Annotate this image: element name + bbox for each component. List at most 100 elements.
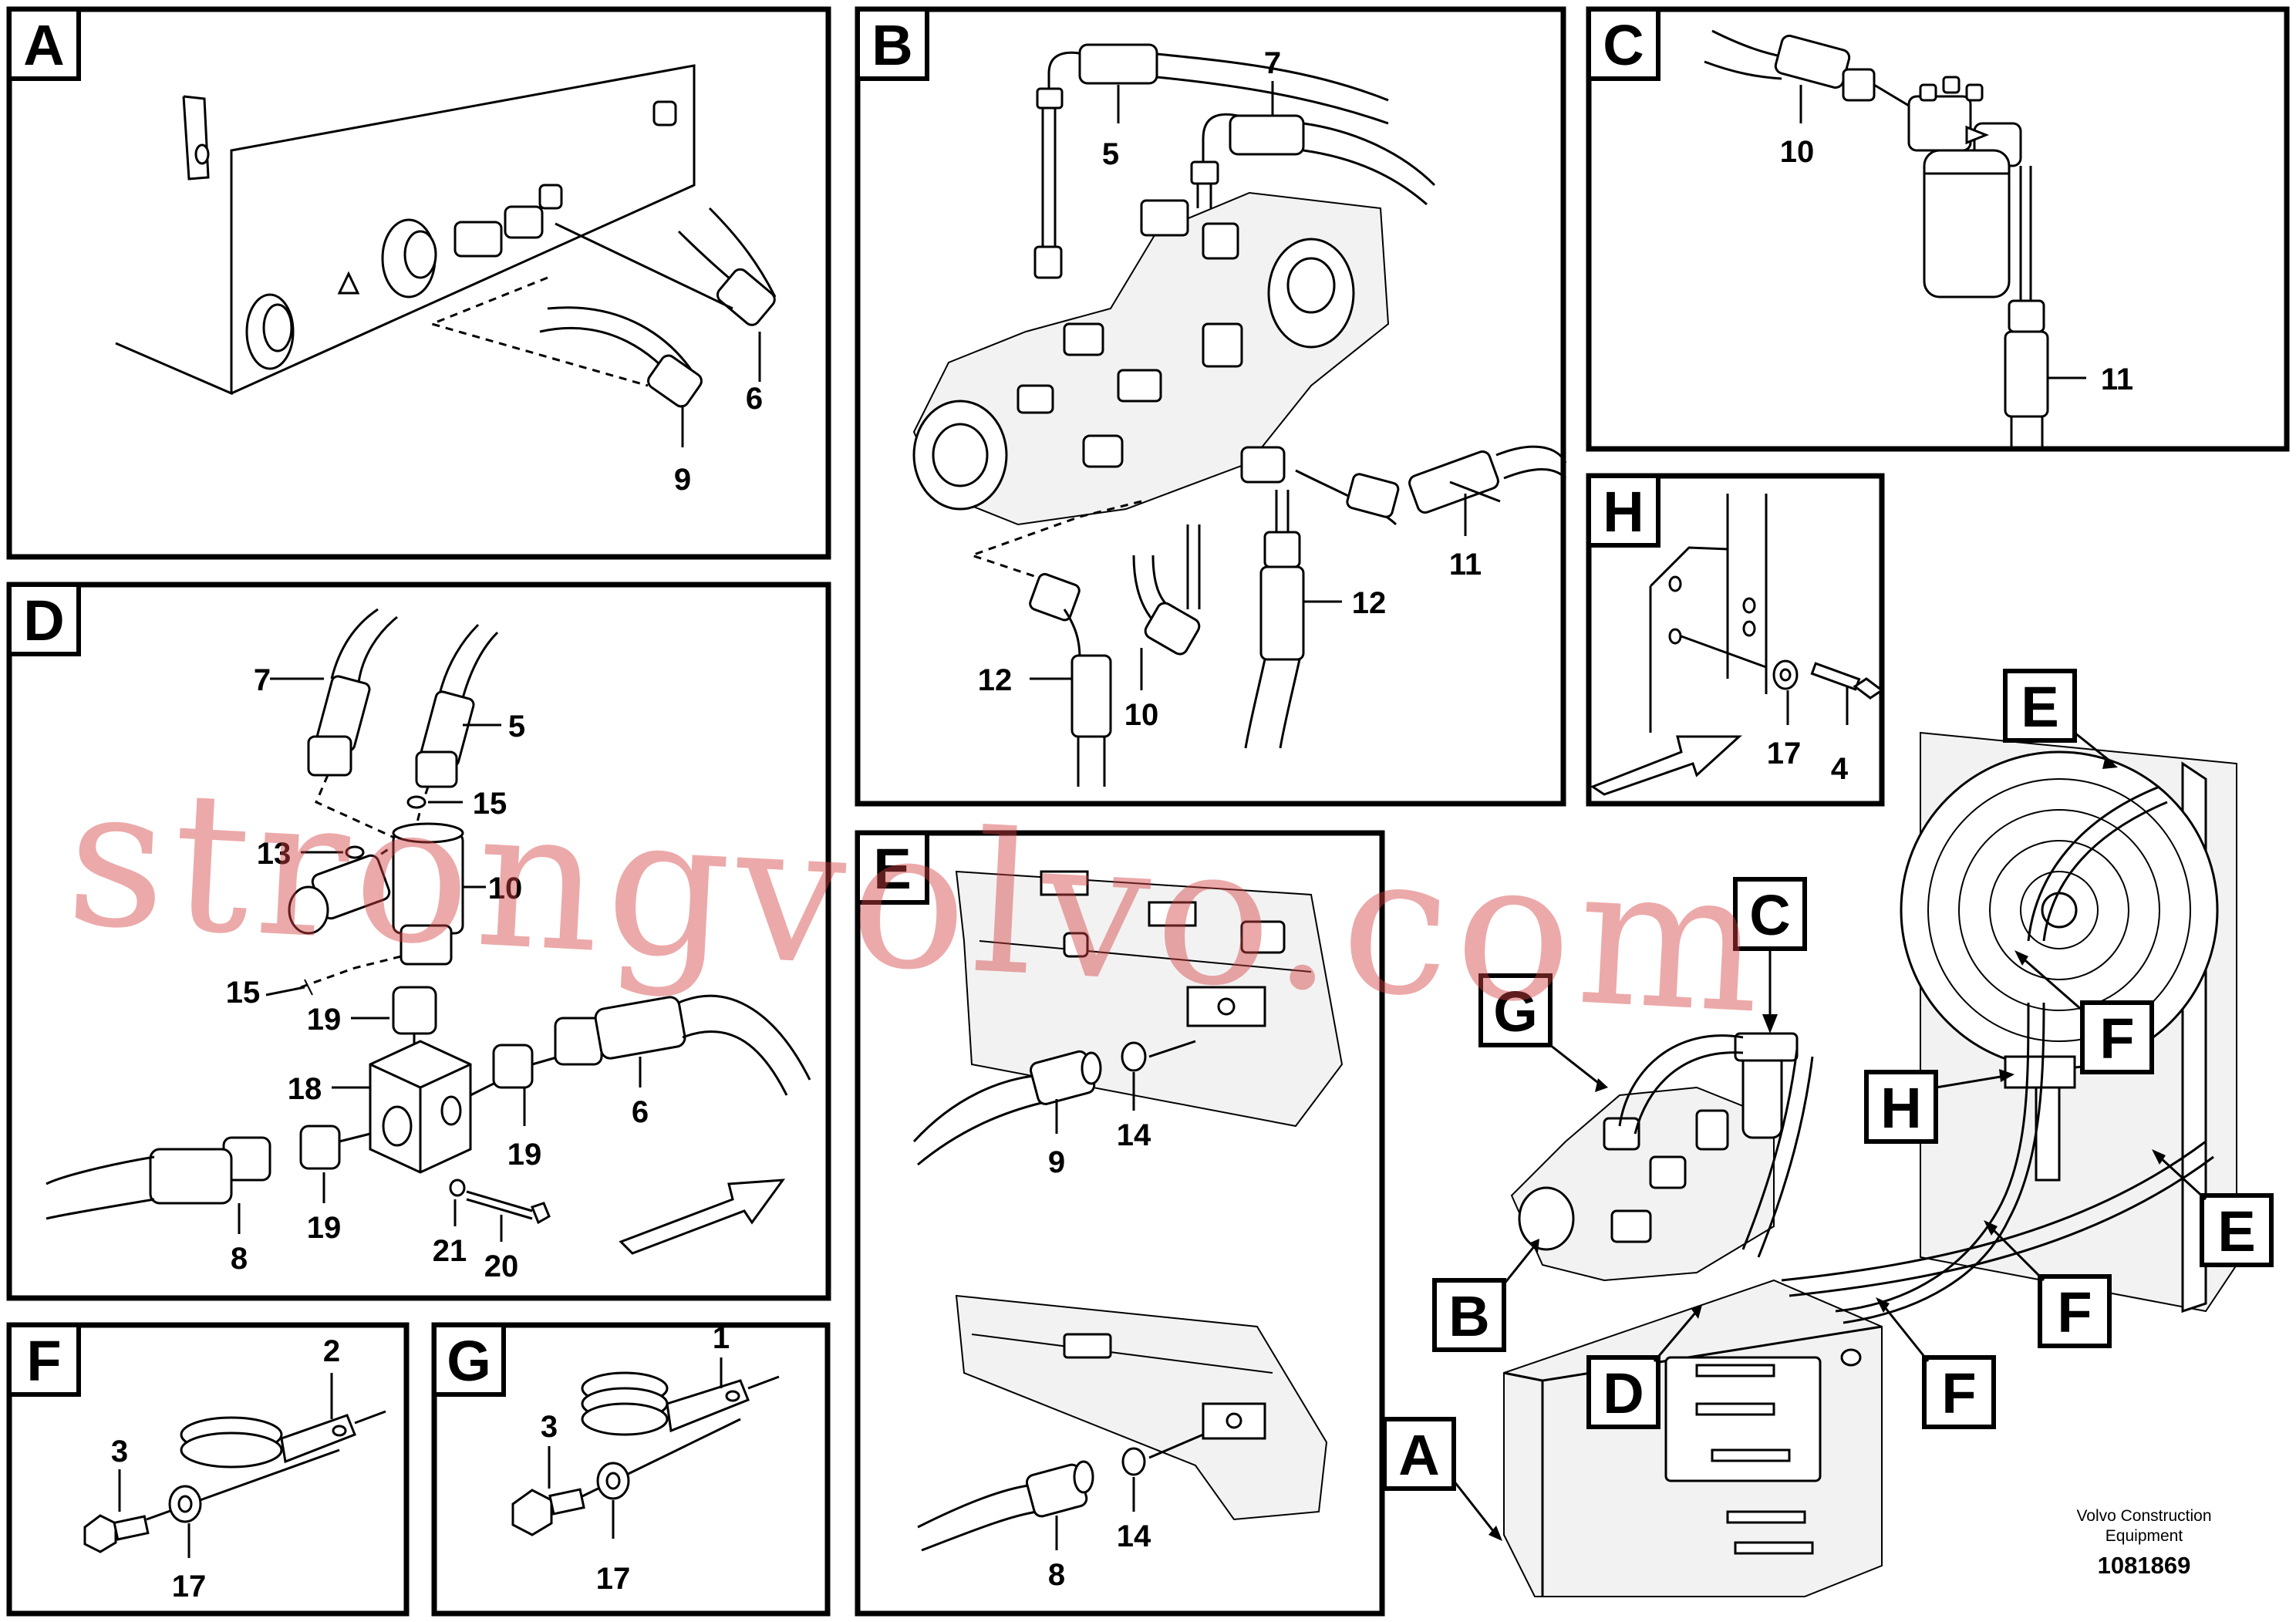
- panel-d-label: D: [23, 588, 64, 653]
- hose-12-left: [968, 500, 1142, 787]
- svg-text:C: C: [1749, 883, 1790, 947]
- callout-f-top: F: [2014, 950, 2154, 1074]
- part-label-14-e: 14: [1117, 1118, 1151, 1152]
- adapter-19-right: [470, 1044, 560, 1097]
- overview-hoses: [1618, 785, 2214, 1324]
- svg-text:H: H: [1880, 1076, 1921, 1140]
- callout-a: A: [1382, 1417, 1502, 1541]
- hose-7-d: [307, 608, 404, 873]
- part-label-15-d: 15: [473, 787, 507, 821]
- part-label-12b: 12: [978, 663, 1013, 697]
- svg-text:F: F: [2099, 1007, 2134, 1071]
- part-label-15-d2: 15: [226, 976, 261, 1010]
- hose-9: [428, 276, 703, 408]
- direction-arrow-h: [1590, 735, 1742, 796]
- part-label-2-f: 2: [323, 1334, 340, 1368]
- callout-e-bottom: E: [2152, 1149, 2274, 1267]
- part-label-3-g: 3: [541, 1410, 558, 1444]
- part-label-10: 10: [1124, 698, 1159, 732]
- p-clamp-2: [180, 1410, 386, 1469]
- washer-17-f: [168, 1485, 202, 1523]
- hose-8-e: [917, 1433, 1204, 1552]
- svg-text:B: B: [1448, 1284, 1489, 1348]
- part-label-10-c: 10: [1780, 135, 1815, 169]
- panel-a: A 6 9: [6, 6, 831, 560]
- panel-h: H 17 4: [1586, 473, 1885, 807]
- part-label-18-d: 18: [288, 1072, 322, 1106]
- panel-c: C 10 11: [1586, 6, 2290, 452]
- panel-b-label: B: [872, 13, 912, 77]
- callout-h: H: [1864, 1069, 2014, 1144]
- svg-text:E: E: [2217, 1199, 2255, 1263]
- part-label-5: 5: [1102, 137, 1119, 171]
- part-label-9-e: 9: [1048, 1145, 1065, 1179]
- manufacturer-line-2: Equipment: [2106, 1527, 2183, 1545]
- part-label-10-d: 10: [488, 872, 523, 905]
- svg-text:F: F: [1941, 1361, 1976, 1425]
- document-number: 1081869: [2098, 1552, 2191, 1579]
- panel-d: D 7 5 15 13: [6, 582, 831, 1301]
- hose-11-c: [2004, 299, 2049, 447]
- hydraulic-tank: [1503, 1279, 1883, 1597]
- adapter-19-top: [392, 986, 437, 1057]
- p-clamp-1: [581, 1371, 780, 1436]
- block-18: [369, 1040, 472, 1174]
- part-label-1-g: 1: [713, 1321, 730, 1355]
- panel-g: G 1 3 17: [431, 1321, 831, 1617]
- part-label-19-d2: 19: [507, 1138, 542, 1172]
- callout-f-mid: F: [1984, 1220, 2112, 1348]
- hose-6-d: [554, 994, 811, 1096]
- panel-b: B 5: [855, 6, 1567, 807]
- callout-b: B: [1432, 1239, 1539, 1352]
- part-label-5-d: 5: [508, 710, 525, 744]
- panel-c-label: C: [1603, 13, 1644, 77]
- radiator-bracket-bottom: [955, 1294, 1328, 1521]
- filter-overview: [1734, 1032, 1799, 1139]
- part-label-12: 12: [1352, 586, 1387, 620]
- part-label-4-h: 4: [1831, 752, 1849, 786]
- washer-17-g: [596, 1462, 630, 1500]
- hose-12-right: [1244, 490, 1305, 749]
- panel-f-label: F: [26, 1329, 61, 1393]
- hose-10: [1132, 524, 1201, 656]
- tee-adapter-10: [288, 822, 464, 966]
- part-label-13-d: 13: [257, 837, 292, 871]
- panel-a-label: A: [23, 13, 64, 77]
- tank-wall-drawing: [115, 64, 696, 396]
- part-label-14-e2: 14: [1117, 1519, 1151, 1553]
- callout-f-low: F: [1876, 1297, 1996, 1429]
- part-label-8-e: 8: [1048, 1558, 1065, 1592]
- part-label-19-d3: 19: [307, 1211, 342, 1245]
- manufacturer-line-1: Volvo Construction: [2076, 1507, 2211, 1525]
- pump-overview: [1510, 1086, 1775, 1282]
- part-label-7-d: 7: [254, 663, 271, 697]
- hose-7: [1190, 113, 1436, 208]
- callout-g: G: [1478, 973, 1608, 1092]
- part-label-21-d: 21: [433, 1234, 467, 1268]
- svg-text:G: G: [1493, 980, 1538, 1044]
- panel-h-label: H: [1603, 480, 1644, 544]
- part-label-6: 6: [746, 382, 763, 416]
- svg-text:F: F: [2057, 1280, 2092, 1344]
- hose-6: [555, 207, 777, 326]
- cooler-fan: [1900, 731, 2237, 1313]
- part-label-9: 9: [674, 463, 691, 497]
- part-label-3-f: 3: [111, 1435, 128, 1469]
- part-label-11-c: 11: [2101, 363, 2133, 396]
- machine-overview: C G E F H E: [1382, 669, 2274, 1597]
- part-label-17-f: 17: [172, 1570, 207, 1603]
- svg-text:D: D: [1603, 1361, 1644, 1425]
- callout-c: C: [1733, 877, 1807, 1034]
- hose-9-e: [912, 1040, 1196, 1166]
- callout-d: D: [1586, 1305, 1702, 1429]
- manufacturer-block: Volvo Construction Equipment 1081869: [2076, 1507, 2211, 1579]
- panel-e-label: E: [873, 837, 911, 901]
- hose-8-d: [46, 1136, 271, 1220]
- direction-arrow-d: [619, 1179, 786, 1255]
- panel-g-label: G: [447, 1329, 491, 1393]
- adapter-19-left: [299, 1125, 371, 1170]
- callout-e-top: E: [2003, 669, 2118, 769]
- part-label-6-d: 6: [632, 1095, 649, 1129]
- part-label-8-d: 8: [231, 1242, 248, 1276]
